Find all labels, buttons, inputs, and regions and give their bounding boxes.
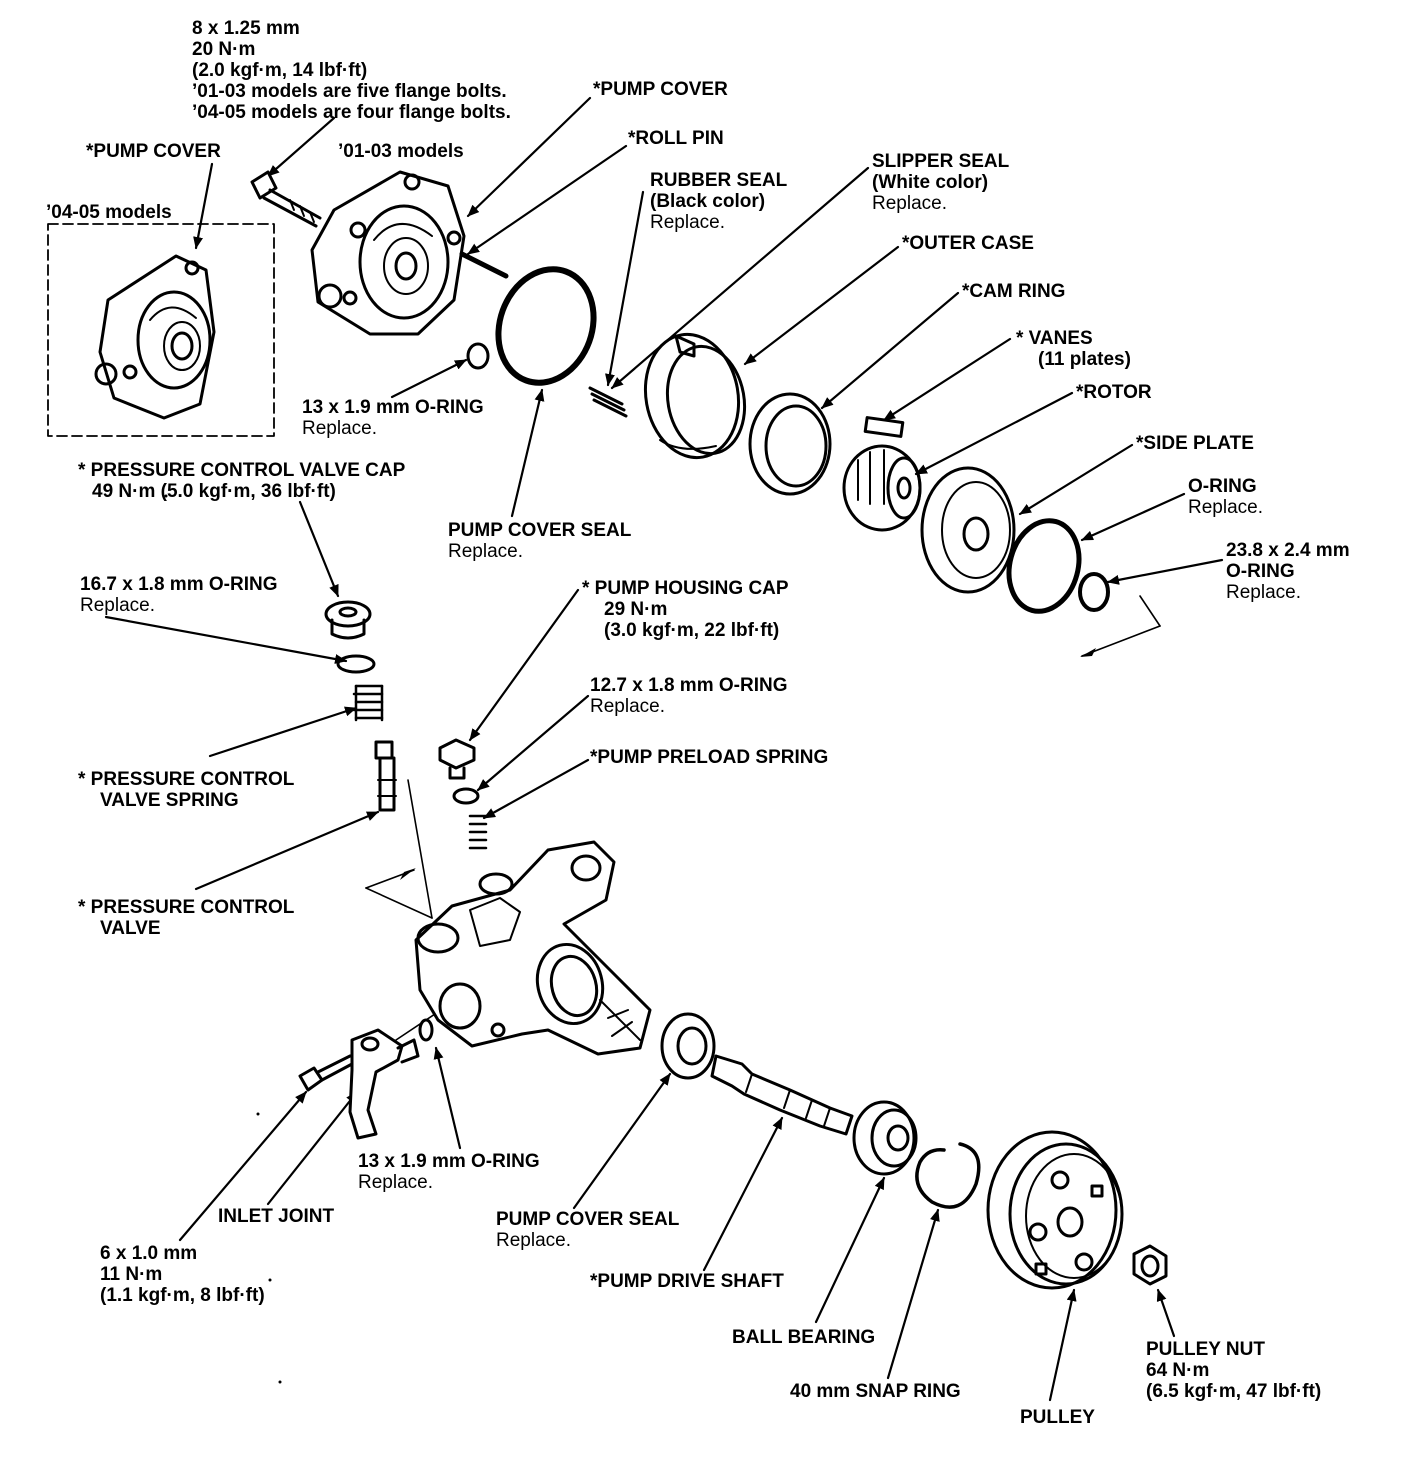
oring-13-upper bbox=[466, 342, 490, 370]
snap-ring-40mm bbox=[915, 1142, 981, 1209]
flange-bolt-8mm bbox=[250, 170, 322, 228]
inlet-joint bbox=[348, 1028, 420, 1140]
pcv-spring bbox=[352, 684, 384, 722]
label-snap-ring: 40 mm SNAP RING bbox=[790, 1381, 961, 1402]
label-models-0405: ’04-05 models bbox=[46, 202, 172, 223]
label-ball-bearing: BALL BEARING bbox=[732, 1327, 876, 1348]
label-pulley-nut: PULLEY NUT 64 N·m (6.5 kgf·m, 47 lbf·ft) bbox=[1146, 1339, 1322, 1402]
label-side-plate: *SIDE PLATE bbox=[1136, 433, 1254, 454]
label-oring-13-lower: 13 x 1.9 mm O-RING Replace. bbox=[358, 1151, 540, 1193]
side-plate bbox=[920, 466, 1016, 594]
guide-arrowheads bbox=[400, 648, 1096, 880]
label-pump-cover-seal-upper: PUMP COVER SEAL Replace. bbox=[448, 520, 632, 562]
label-models-0103: ’01-03 models bbox=[338, 141, 464, 162]
scan-dots bbox=[164, 494, 282, 1384]
label-bolt-6mm: 6 x 1.0 mm 11 N·m (1.1 kgf·m, 8 lbf·ft) bbox=[100, 1243, 265, 1306]
label-rubber-seal: RUBBER SEAL (Black color) Replace. bbox=[650, 170, 788, 233]
label-oring-12-7: 12.7 x 1.8 mm O-RING Replace. bbox=[590, 675, 788, 717]
pump-housing-cap bbox=[438, 738, 476, 780]
oring-23-8 bbox=[1078, 572, 1110, 612]
label-rotor: *ROTOR bbox=[1076, 382, 1152, 403]
oring-16-7 bbox=[336, 654, 376, 674]
pump-drive-shaft bbox=[710, 1054, 854, 1136]
bolt-6mm bbox=[298, 1054, 354, 1092]
outer-case bbox=[643, 332, 747, 460]
pump-preload-spring bbox=[468, 814, 488, 850]
label-cam-ring: *CAM RING bbox=[962, 281, 1066, 302]
label-pcv: * PRESSURE CONTROL VALVE bbox=[78, 897, 295, 939]
label-oring-right: O-RING Replace. bbox=[1188, 476, 1263, 518]
label-flange-bolt: 8 x 1.25 mm 20 N·m (2.0 kgf·m, 14 lbf·ft… bbox=[192, 18, 511, 123]
pulley-nut bbox=[1132, 1244, 1168, 1286]
label-pcv-spring: * PRESSURE CONTROL VALVE SPRING bbox=[78, 769, 295, 811]
oring-12-7 bbox=[452, 787, 480, 805]
label-pump-cover-seal-lower: PUMP COVER SEAL Replace. bbox=[496, 1209, 680, 1251]
label-pulley: PULLEY bbox=[1020, 1407, 1095, 1428]
pump-housing bbox=[414, 840, 652, 1056]
ball-bearing bbox=[852, 1100, 918, 1176]
label-pump-housing-cap: * PUMP HOUSING CAP 29 N·m (3.0 kgf·m, 22… bbox=[582, 578, 789, 641]
roll-pin bbox=[459, 251, 509, 279]
pump-cover-seal-lower bbox=[660, 1012, 716, 1080]
label-roll-pin: *ROLL PIN bbox=[628, 128, 724, 149]
label-outer-case: *OUTER CASE bbox=[902, 233, 1034, 254]
pcv-valve bbox=[374, 740, 397, 812]
pump-cover-0103 bbox=[310, 170, 466, 336]
label-inlet-joint: INLET JOINT bbox=[218, 1206, 335, 1227]
cam-ring bbox=[748, 392, 832, 496]
oring-right bbox=[1006, 518, 1082, 614]
label-oring-13-upper: 13 x 1.9 mm O-RING Replace. bbox=[302, 397, 484, 439]
label-oring-16-7: 16.7 x 1.8 mm O-RING Replace. bbox=[80, 574, 278, 616]
oring-13-lower bbox=[418, 1018, 434, 1042]
pump-cover-seal-ring bbox=[495, 266, 597, 386]
label-vanes: * VANES (11 plates) bbox=[1016, 328, 1131, 370]
label-pcv-cap: * PRESSURE CONTROL VALVE CAP 49 N·m (5.0… bbox=[78, 460, 406, 502]
label-pump-cover-left: *PUMP COVER bbox=[86, 141, 221, 162]
label-pump-cover-top: *PUMP COVER bbox=[593, 79, 728, 100]
vane-plate bbox=[863, 416, 905, 438]
leader-lines bbox=[104, 96, 1224, 1402]
pcv-cap bbox=[324, 600, 372, 640]
pulley bbox=[986, 1130, 1124, 1290]
label-slipper-seal: SLIPPER SEAL (White color) Replace. bbox=[872, 151, 1010, 214]
label-oring-23-8: 23.8 x 2.4 mm O-RING Replace. bbox=[1226, 540, 1350, 603]
label-pump-drive-shaft: *PUMP DRIVE SHAFT bbox=[590, 1271, 784, 1292]
rotor bbox=[842, 444, 922, 532]
inset-frame-0405 bbox=[47, 223, 275, 437]
rubber-slipper-seal bbox=[588, 386, 628, 418]
pump-cover-0405 bbox=[94, 254, 216, 420]
label-pump-preload-spring: *PUMP PRELOAD SPRING bbox=[590, 747, 829, 768]
